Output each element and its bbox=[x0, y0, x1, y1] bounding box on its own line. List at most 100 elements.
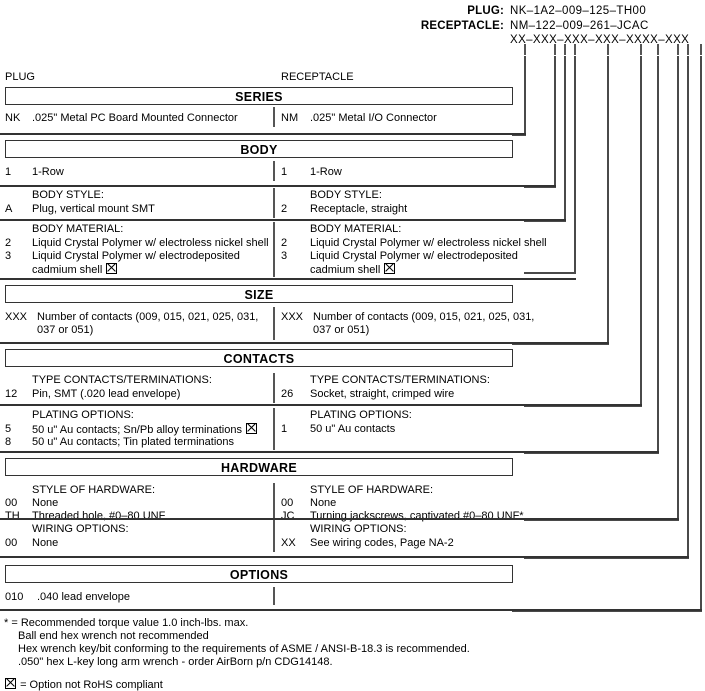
hardware-style-bottom-rule bbox=[0, 518, 679, 520]
tick-body-material bbox=[574, 44, 576, 55]
section-title-body: BODY bbox=[5, 140, 513, 158]
tick-size bbox=[607, 44, 609, 55]
body-material-receptacle-text-3-label: cadmium shell bbox=[310, 264, 381, 276]
wiring-plug-code: 00 bbox=[5, 537, 18, 549]
body-material-receptacle-heading: BODY MATERIAL: bbox=[310, 223, 402, 235]
series-plug-text: .025" Metal PC Board Mounted Connector bbox=[32, 112, 238, 124]
series-bottom-rule bbox=[0, 133, 526, 135]
wiring-plug-text: None bbox=[32, 537, 59, 549]
leader-hardware-style-vertical bbox=[677, 56, 679, 519]
leader-options-vertical bbox=[700, 56, 702, 610]
size-receptacle-text-1: Number of contacts (009, 015, 021, 025, … bbox=[313, 311, 535, 323]
elbow-hardware-style bbox=[524, 519, 679, 521]
elbow-series bbox=[512, 134, 526, 136]
receptacle-label: RECEPTACLE: bbox=[420, 19, 504, 32]
series-receptacle-code: NM bbox=[281, 112, 299, 124]
plating-plug-heading: PLATING OPTIONS: bbox=[32, 409, 134, 421]
tick-body-style bbox=[564, 44, 566, 55]
body-style-plug-code: A bbox=[5, 203, 13, 215]
wiring-center-divider bbox=[273, 522, 275, 552]
contact-type-receptacle-heading: TYPE CONTACTS/TERMINATIONS: bbox=[310, 374, 490, 386]
elbow-wiring bbox=[524, 557, 689, 559]
body-material-plug-code-1: 2 bbox=[5, 237, 12, 249]
body-material-plug-code-2: 3 bbox=[5, 250, 12, 262]
section-title-contacts: CONTACTS bbox=[5, 349, 513, 367]
plug-label: PLUG: bbox=[467, 5, 504, 17]
tick-body-rows bbox=[554, 44, 556, 55]
column-heading-plug: PLUG bbox=[5, 71, 35, 83]
body-material-receptacle-text-3: cadmium shell bbox=[310, 263, 396, 276]
body-material-bottom-rule bbox=[0, 278, 576, 280]
footnote-torque-line-3: Hex wrench key/bit conforming to the req… bbox=[18, 643, 470, 655]
body-style-plug-text: Plug, vertical mount SMT bbox=[32, 203, 155, 215]
contact-type-center-divider bbox=[273, 373, 275, 403]
body-rows-receptacle-code: 1 bbox=[281, 166, 288, 178]
elbow-body-row bbox=[524, 186, 556, 188]
receptacle-part-number: NM–122–009–261–JCAC bbox=[510, 19, 649, 32]
mask-part-number-row: XX–XXX–XXX–XXX–XXXX–XXX bbox=[421, 33, 704, 48]
size-center-divider bbox=[273, 307, 275, 340]
body-rows-plug-text: 1-Row bbox=[32, 166, 64, 178]
plating-plug-text-1-label: 50 u" Au contacts; Sn/Pb alloy terminati… bbox=[32, 424, 242, 436]
plating-center-divider bbox=[273, 408, 275, 450]
footnote-rohs-label: = Option not RoHS compliant bbox=[20, 679, 163, 691]
body-style-bottom-rule bbox=[0, 219, 566, 221]
rohs-noncompliant-icon bbox=[384, 263, 396, 274]
footnote-rohs: = Option not RoHS compliant bbox=[4, 678, 163, 691]
hardware-style-plug-heading: STYLE OF HARDWARE: bbox=[32, 484, 156, 496]
wiring-receptacle-code: XX bbox=[281, 537, 296, 549]
body-material-center-divider bbox=[273, 222, 275, 277]
size-receptacle-text-2: 037 or 051) bbox=[313, 324, 370, 336]
options-center-divider bbox=[273, 587, 275, 605]
part-number-header: PLUG:NK–1A2–009–125–TH00 RECEPTACLE: NM–1… bbox=[421, 4, 704, 48]
body-material-receptacle-text-1: Liquid Crystal Polymer w/ electroless ni… bbox=[310, 237, 547, 249]
hardware-style-plug-text-2: Threaded hole, #0–80 UNF bbox=[32, 510, 166, 522]
section-title-hardware: HARDWARE bbox=[5, 458, 513, 476]
body-style-receptacle-heading: BODY STYLE: bbox=[310, 189, 382, 201]
tick-series bbox=[524, 44, 526, 55]
leader-contact-type-vertical bbox=[640, 56, 642, 405]
plating-plug-text-2: 50 u" Au contacts; Tin plated terminatio… bbox=[32, 436, 235, 448]
body-style-receptacle-text: Receptacle, straight bbox=[310, 203, 408, 215]
section-title-series: SERIES bbox=[5, 87, 513, 105]
wiring-receptacle-heading: WIRING OPTIONS: bbox=[310, 523, 407, 535]
hardware-style-center-divider bbox=[273, 483, 275, 523]
rohs-noncompliant-icon bbox=[246, 423, 258, 434]
elbow-body-style bbox=[524, 220, 566, 222]
body-rows-center-divider bbox=[273, 161, 275, 181]
plug-part-number-row: PLUG:NK–1A2–009–125–TH00 bbox=[421, 4, 704, 19]
body-material-plug-text-3: cadmium shell bbox=[32, 263, 118, 276]
body-material-plug-text-1: Liquid Crystal Polymer w/ electroless ni… bbox=[32, 237, 269, 249]
footnote-torque-line-1: * = Recommended torque value 1.0 inch-lb… bbox=[4, 617, 249, 629]
plating-receptacle-heading: PLATING OPTIONS: bbox=[310, 409, 412, 421]
elbow-body-material bbox=[524, 272, 576, 274]
body-material-plug-text-2: Liquid Crystal Polymer w/ electrodeposit… bbox=[32, 250, 240, 262]
leader-size-vertical bbox=[607, 56, 609, 343]
wiring-receptacle-text: See wiring codes, Page NA-2 bbox=[310, 537, 454, 549]
body-rows-plug-code: 1 bbox=[5, 166, 12, 178]
series-receptacle-text: .025" Metal I/O Connector bbox=[310, 112, 437, 124]
contact-type-plug-code: 12 bbox=[5, 388, 18, 400]
part-number-mask: XX–XXX–XXX–XXX–XXXX–XXX bbox=[510, 34, 690, 46]
options-plug-code: 010 bbox=[5, 591, 24, 603]
body-rows-bottom-rule bbox=[0, 185, 556, 187]
tick-contact-type bbox=[640, 44, 642, 55]
rohs-noncompliant-icon bbox=[5, 678, 16, 689]
options-bottom-rule bbox=[0, 609, 702, 611]
series-center-divider bbox=[273, 107, 275, 127]
leader-wiring-vertical bbox=[687, 56, 689, 557]
size-bottom-rule bbox=[0, 342, 609, 344]
plating-receptacle-text: 50 u" Au contacts bbox=[310, 423, 396, 435]
leader-body-material-vertical bbox=[574, 56, 576, 272]
contact-type-plug-text: Pin, SMT (.020 lead envelope) bbox=[32, 388, 181, 400]
hardware-style-plug-code-1: 00 bbox=[5, 497, 18, 509]
body-style-center-divider bbox=[273, 188, 275, 218]
options-plug-text: .040 lead envelope bbox=[37, 591, 130, 603]
contact-type-receptacle-code: 26 bbox=[281, 388, 294, 400]
section-title-options: OPTIONS bbox=[5, 565, 513, 583]
series-plug-code: NK bbox=[5, 112, 21, 124]
body-material-plug-text-3-label: cadmium shell bbox=[32, 264, 103, 276]
rohs-noncompliant-icon bbox=[106, 263, 118, 274]
tick-wiring bbox=[687, 44, 689, 55]
